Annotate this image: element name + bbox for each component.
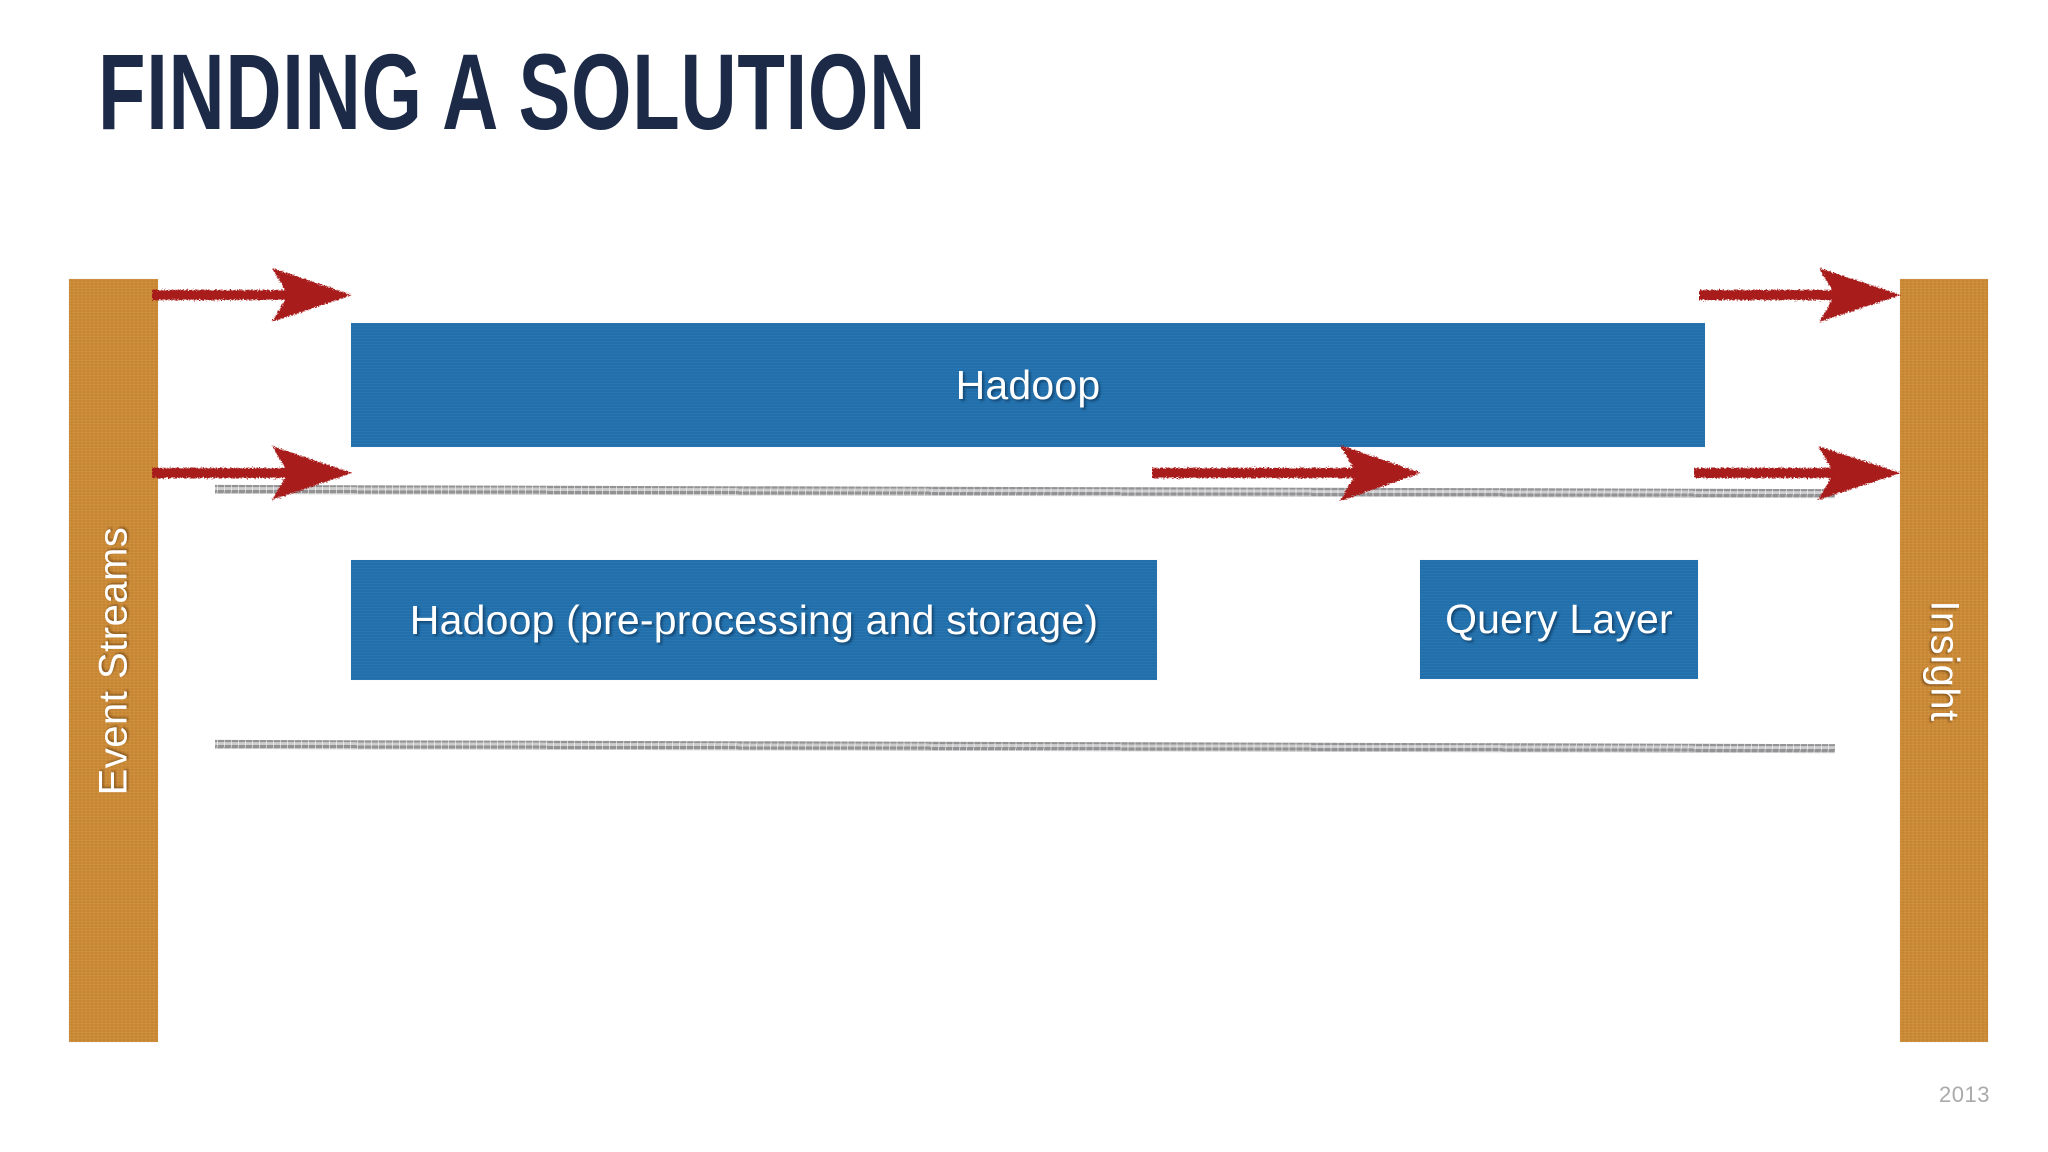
arrow-event-streams-to-hadoop-preprocessing-icon <box>152 438 358 508</box>
arrow-hadoop-preprocessing-to-query-layer-icon <box>1152 438 1425 508</box>
process-box-hadoop-preprocessing: Hadoop (pre-processing and storage) <box>351 560 1157 680</box>
divider-line-1 <box>214 484 1836 499</box>
arrow-hadoop-to-insight-icon <box>1699 260 1905 330</box>
process-box-query-layer: Query Layer <box>1420 560 1698 679</box>
process-box-hadoop-preprocessing-label: Hadoop (pre-processing and storage) <box>409 596 1099 643</box>
process-box-hadoop-label: Hadoop <box>955 361 1101 408</box>
endpoint-bar-event-streams: Event Streams <box>69 279 158 1042</box>
process-box-hadoop: Hadoop <box>351 323 1705 447</box>
footer-year: 2013 <box>1939 1082 1990 1107</box>
arrow-event-streams-to-hadoop-icon <box>152 260 358 330</box>
arrow-query-layer-to-insight-icon <box>1694 438 1905 508</box>
page-title: FINDING A SOLUTION <box>98 31 926 152</box>
endpoint-bar-insight: Insight <box>1900 279 1988 1042</box>
divider-line-2 <box>214 739 1836 754</box>
endpoint-label-insight: Insight <box>1922 599 1967 722</box>
endpoint-label-event-streams: Event Streams <box>91 526 135 795</box>
process-box-query-layer-label: Query Layer <box>1445 596 1673 642</box>
